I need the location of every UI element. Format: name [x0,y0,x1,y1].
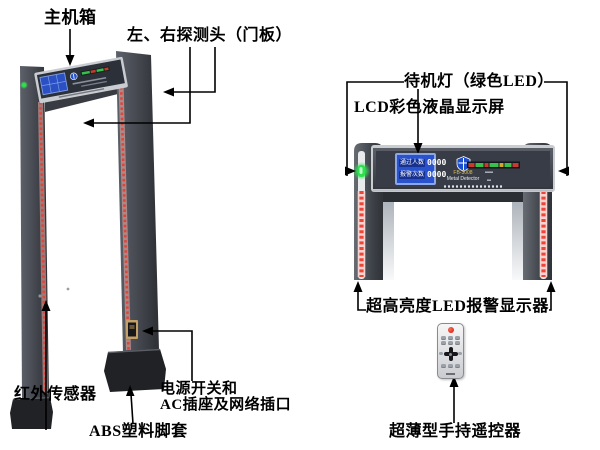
closeup-crossbar [383,192,523,202]
door-inner-face [383,202,394,280]
door-inner-face [512,202,523,280]
remote-dpad [443,347,458,361]
alarm-count-value: 0000 [427,169,447,179]
abs-foot-cover [10,397,53,429]
shield-logo-icon [456,156,471,172]
power-io-panel [126,320,138,339]
label-detector-panels: 左、右探测头（门板） [127,27,293,44]
remote-control [437,323,464,379]
lcd-color-screen: 通过人数 0000 报警次数 0000 [395,153,446,185]
label-standby-light: 待机灯（绿色LED） [404,73,554,90]
label-led-alarm-display: 超高亮度LED报警显示器 [366,298,549,315]
remote-button-row [441,364,460,367]
pass-count-value: 0000 [427,158,447,168]
label-power-io-line1: 电源开关和 [160,381,238,397]
label-abs-foot: ABS塑料脚套 [89,423,188,440]
remote-brand-mark [446,373,455,375]
panel-marking [485,171,493,173]
green-led [22,83,26,87]
label-handheld-remote: 超薄型手持遥控器 [389,423,522,440]
gate-full-view [10,51,166,429]
red-led-strip [119,81,130,351]
ir-sensor-dot [38,294,42,298]
abs-foot-cover [104,349,166,392]
main-unit-box [34,56,128,104]
remote-power-button [447,327,454,333]
model-text: FB-3008 [453,170,473,176]
led-level-bar [467,161,520,169]
remote-button-row [441,336,460,339]
lcd-alarm-count-row: 报警次数 0000 [399,170,446,179]
label-lcd-display: LCD彩色液晶显示屏 [354,99,505,116]
remote-button-row [441,341,460,344]
lcd-pass-count-row: 通过人数 0000 [399,159,446,168]
panel-marking [487,179,491,181]
product-name-text: Metal Detector [446,176,480,182]
callout-lines [45,29,568,430]
gate-header-closeup [352,143,555,280]
alarm-count-label: 报警次数 [399,170,426,179]
label-power-io-line2: AC插座及网络插口 [160,397,292,413]
pass-count-label: 通过人数 [399,159,426,168]
label-main-unit: 主机箱 [44,8,97,27]
callout-arrowheads [41,55,569,396]
ir-sensor-dot [66,287,70,291]
label-ir-sensor: 红外传感器 [14,386,97,403]
